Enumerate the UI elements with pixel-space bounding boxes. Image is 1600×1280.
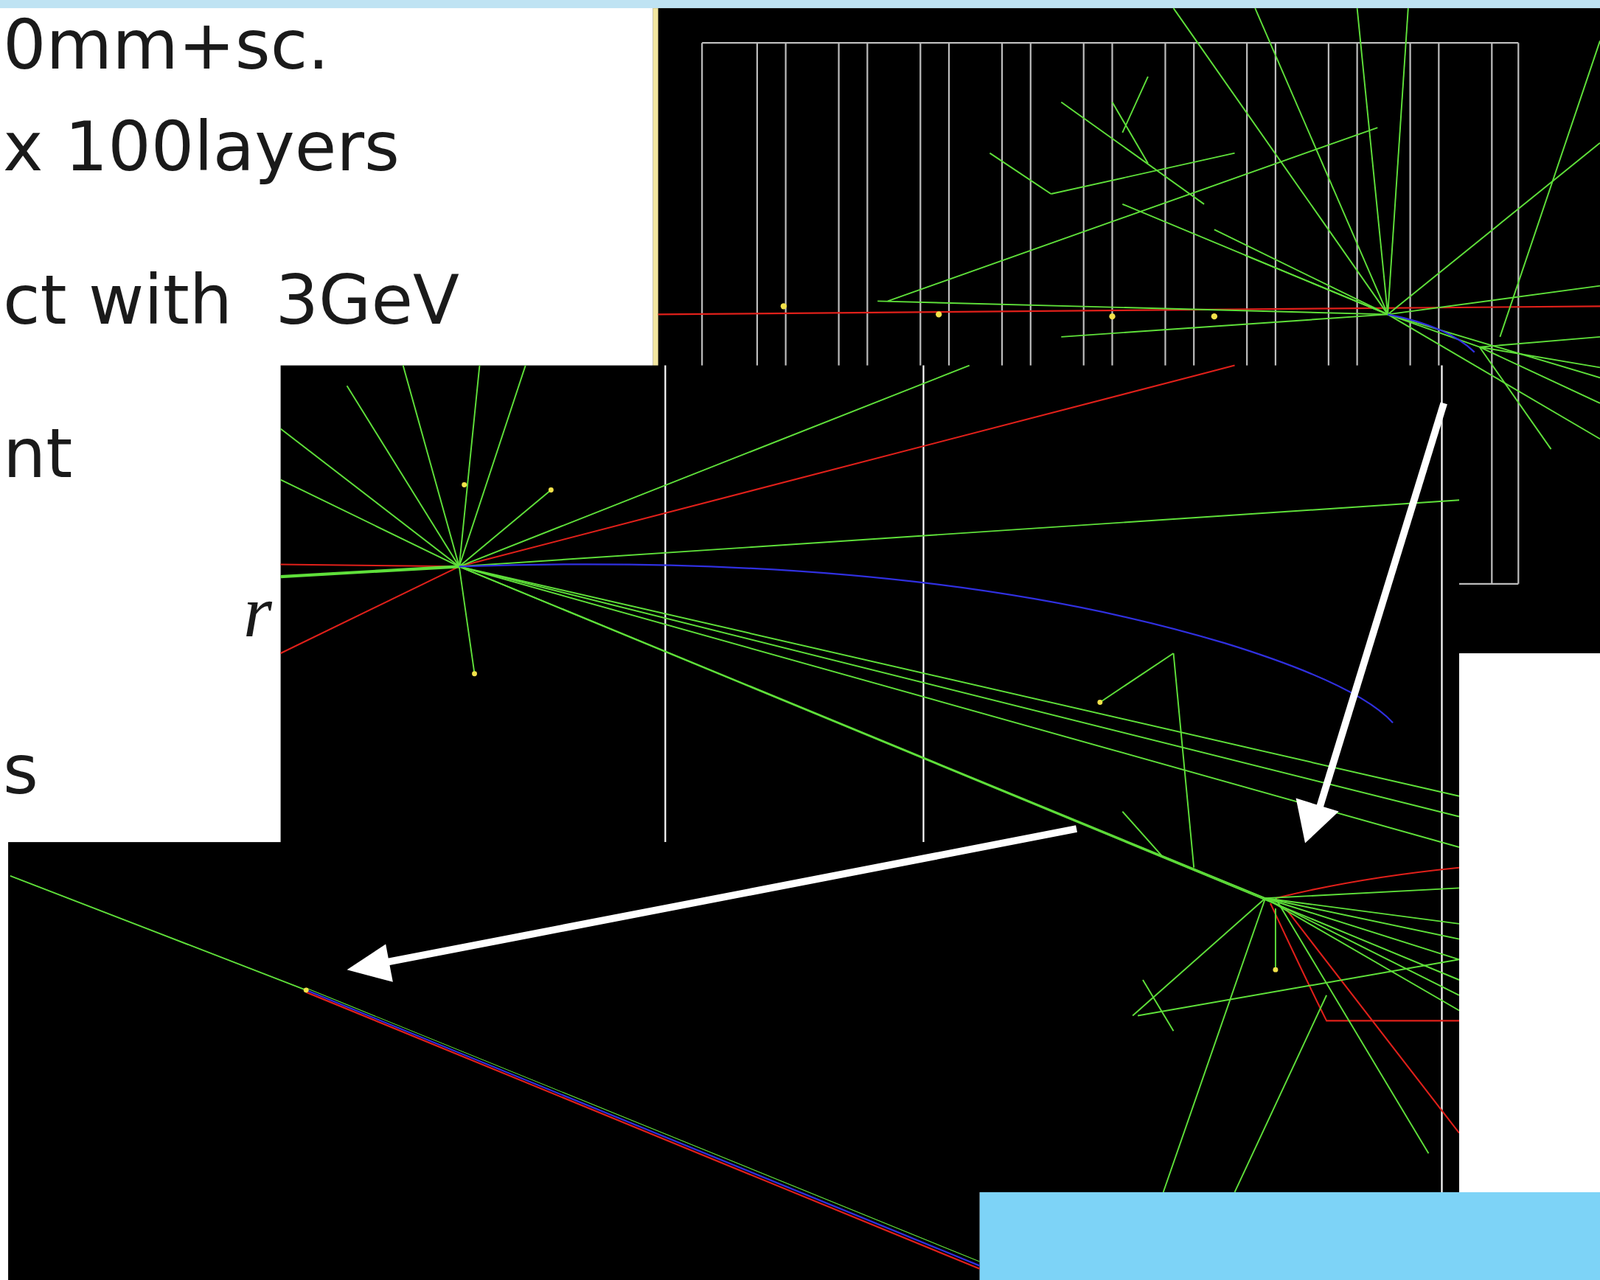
slide-top-band [0,0,1600,9]
slide-text: x 100layers [2,113,400,182]
slide-text: r [243,575,273,649]
slide-text: ct with 3GeV [2,266,460,335]
slide-text: nt [2,420,73,489]
slide-bottom-band [979,1192,1600,1280]
zoom-arrow [347,403,1445,983]
slide-text: s [2,736,39,805]
slide-ground [1459,653,1600,1193]
detail-panel [8,842,980,1280]
slide-text: 0mm+sc. [2,11,330,80]
